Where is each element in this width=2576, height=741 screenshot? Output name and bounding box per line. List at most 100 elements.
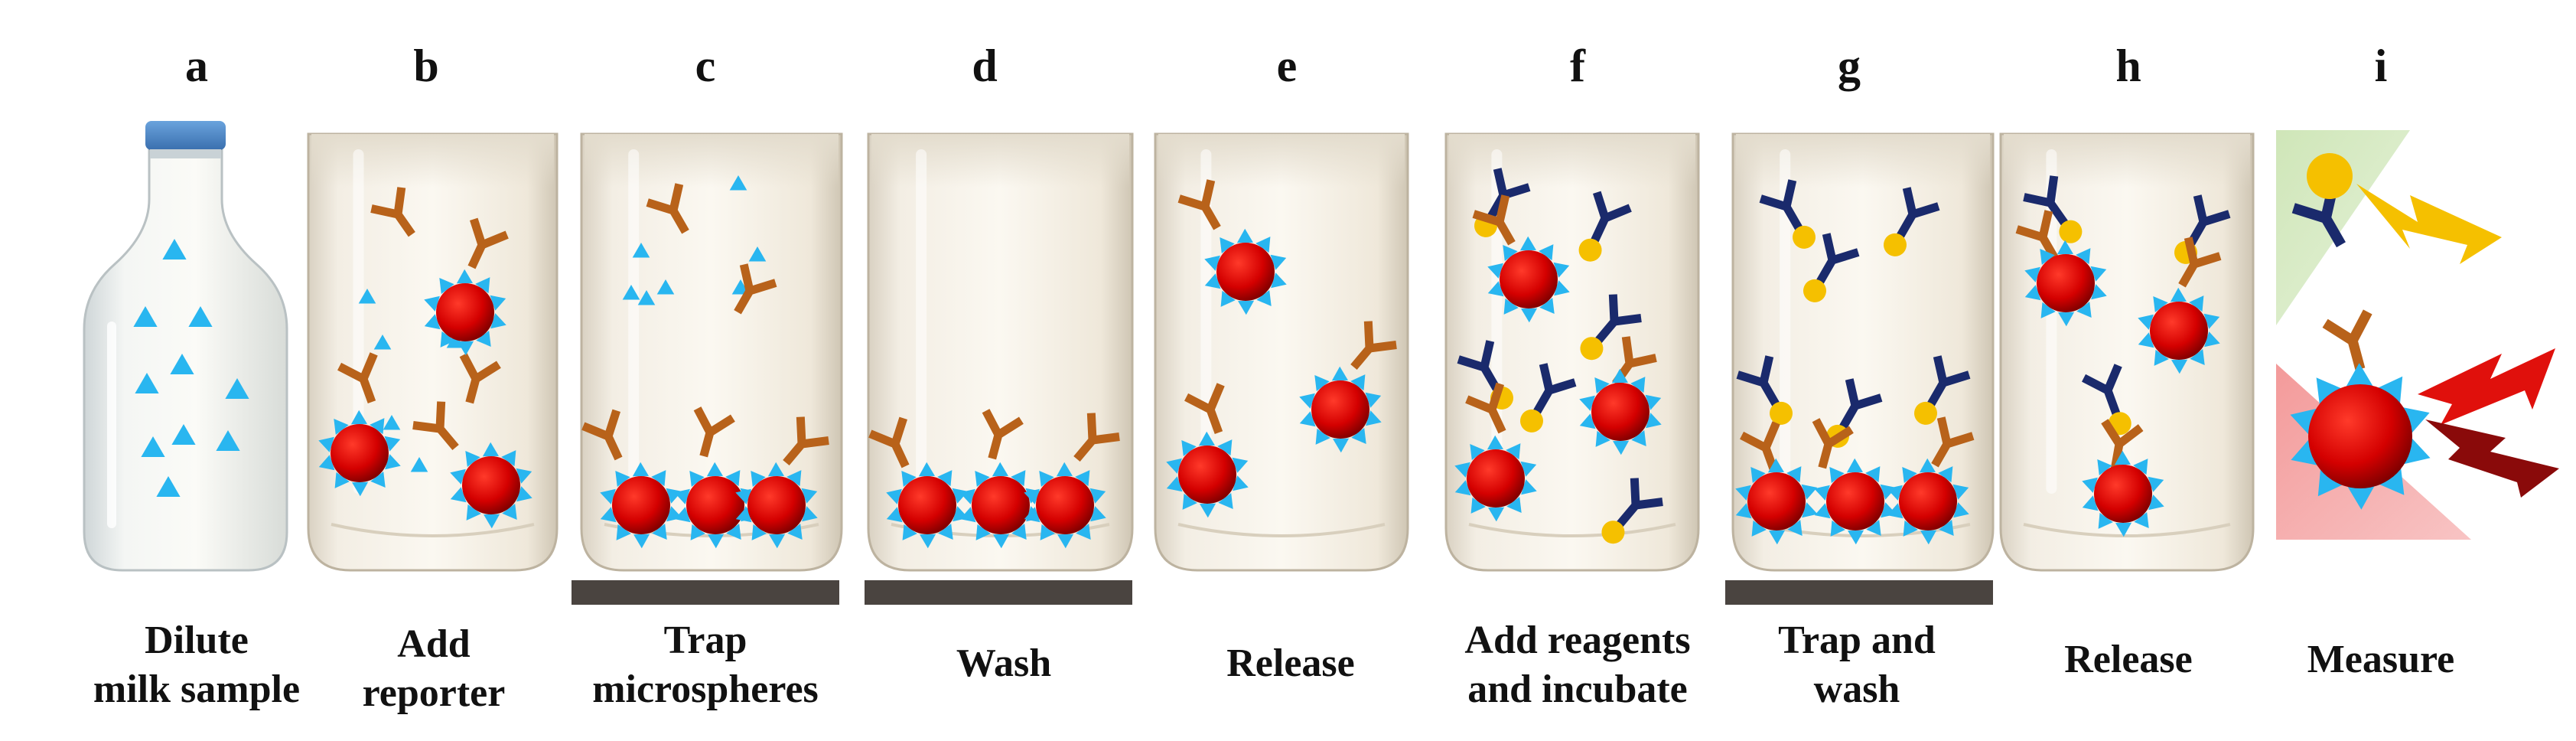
microsphere-icon <box>1887 458 1969 545</box>
antigen-triangle-icon <box>729 175 747 191</box>
detection-antibody-icon <box>1759 179 1816 249</box>
reporter-antibody-icon <box>1350 321 1397 370</box>
detection-antibody-icon <box>1884 187 1940 256</box>
caption-line: and incubate <box>1467 668 1688 711</box>
caption-line: Dilute <box>145 619 249 662</box>
reporter-antibody-icon <box>1184 383 1225 434</box>
antigen-triangle-icon <box>373 335 392 350</box>
microsphere-icon <box>1814 458 1897 545</box>
antigen-triangle-icon <box>162 239 187 260</box>
detection-antibody-icon <box>1914 355 1971 425</box>
caption-line: Measure <box>2307 638 2455 681</box>
magnet-bar-icon <box>572 580 839 605</box>
reporter-antibody-icon <box>734 263 777 315</box>
step-letter-c: c <box>695 41 716 91</box>
step-letter-b: b <box>413 41 439 91</box>
antigen-triangle-icon <box>656 279 675 295</box>
antigen-triangle-icon <box>410 457 428 472</box>
reporter-antibody-icon <box>1472 194 1516 246</box>
lightning-icon <box>2418 348 2555 425</box>
background-layer <box>83 121 2255 572</box>
label-icon <box>2307 153 2353 199</box>
microsphere-icon <box>1454 435 1537 522</box>
reporter-antibody-icon <box>337 352 378 403</box>
reporter-antibody-icon <box>1931 416 1975 468</box>
microsphere-icon <box>886 462 969 549</box>
step-letter-f: f <box>1570 41 1585 91</box>
antigen-triangle-icon <box>225 378 249 399</box>
antigen-triangle-icon <box>637 290 656 305</box>
antigen-triangle-icon <box>731 279 750 295</box>
microsphere-icon <box>1299 366 1382 453</box>
reporter-antibody-icon <box>1177 179 1221 230</box>
caption-line: wash <box>1813 668 1900 711</box>
step-caption-f: Add reagents and incubate <box>1432 616 1723 714</box>
caption-line: Trap <box>663 619 747 662</box>
step-letter-g: g <box>1838 41 1861 91</box>
antigen-triangle-icon <box>156 476 181 497</box>
antigen-triangle-icon <box>358 289 376 304</box>
reporter-antibody-icon <box>370 187 415 237</box>
detection-antibody-icon <box>1520 363 1577 433</box>
microsphere-icon <box>1579 368 1662 455</box>
antigen-triangle-icon <box>141 436 165 457</box>
caption-line: microspheres <box>592 668 819 711</box>
reporter-antibody-icon <box>412 401 459 451</box>
reporter-antibody-icon <box>693 406 735 458</box>
lightning-icon <box>2356 184 2502 264</box>
microsphere-icon <box>1166 431 1249 518</box>
microsphere-icon <box>1204 228 1287 315</box>
jar-icon <box>867 132 1134 572</box>
step-letter-a: a <box>185 41 208 91</box>
reporter-antibody-icon <box>467 217 509 269</box>
jar-icon <box>580 132 843 572</box>
antigen-triangle-icon <box>622 285 640 300</box>
microsphere-icon <box>318 410 401 497</box>
detection-antibody-icon <box>1736 355 1793 425</box>
antigen-triangle-icon <box>383 415 401 430</box>
caption-line: Wash <box>956 641 1052 685</box>
reporter-antibody-icon <box>868 416 910 468</box>
antigen-triangle-icon <box>188 306 213 327</box>
detection-antibody-icon <box>1601 478 1663 544</box>
reporter-antibody-icon <box>783 416 829 466</box>
microsphere-icon <box>450 442 532 529</box>
reporter-antibody-icon <box>1073 413 1120 462</box>
reporter-antibody-icon <box>581 409 623 461</box>
measurement-panel <box>2276 130 2559 540</box>
caption-line: Add reagents <box>1464 619 1691 662</box>
reporter-antibody-icon <box>2178 237 2222 288</box>
objects-layer <box>133 130 2559 549</box>
antigen-triangle-icon <box>135 373 159 393</box>
reporter-antibody-icon <box>2322 309 2372 370</box>
step-caption-i: Measure <box>2236 635 2526 684</box>
step-caption-d: Wash <box>858 639 1149 688</box>
microsphere-icon <box>2290 363 2431 510</box>
microsphere-icon <box>1735 458 1818 545</box>
microsphere-icon <box>1487 236 1570 323</box>
antigen-triangle-icon <box>632 243 650 258</box>
microsphere-icon <box>2138 287 2220 374</box>
lightning-icon <box>2425 419 2559 498</box>
reporter-antibody-icon <box>1465 382 1506 434</box>
microsphere-icon <box>2082 450 2164 537</box>
microsphere-icon <box>1024 462 1106 549</box>
detection-antibody-icon <box>2023 175 2083 243</box>
caption-line: Add <box>397 622 471 666</box>
antigen-triangle-icon <box>216 430 240 451</box>
detection-antibody-icon <box>1803 233 1860 302</box>
caption-line: milk sample <box>93 668 301 711</box>
caption-line: Release <box>2064 638 2193 681</box>
reporter-antibody-icon <box>646 183 689 234</box>
caption-line: Release <box>1226 641 1355 685</box>
microsphere-icon <box>600 462 682 549</box>
detection-antibody-icon <box>1578 191 1632 262</box>
step-letter-h: h <box>2115 41 2141 91</box>
jar-icon <box>307 132 559 572</box>
bottle-cap <box>145 121 226 150</box>
magnet-bar-icon <box>1725 580 1993 605</box>
step-letter-e: e <box>1276 41 1298 91</box>
detection-antibody-icon <box>1580 294 1642 361</box>
step-caption-c: Trap microspheres <box>560 616 851 714</box>
